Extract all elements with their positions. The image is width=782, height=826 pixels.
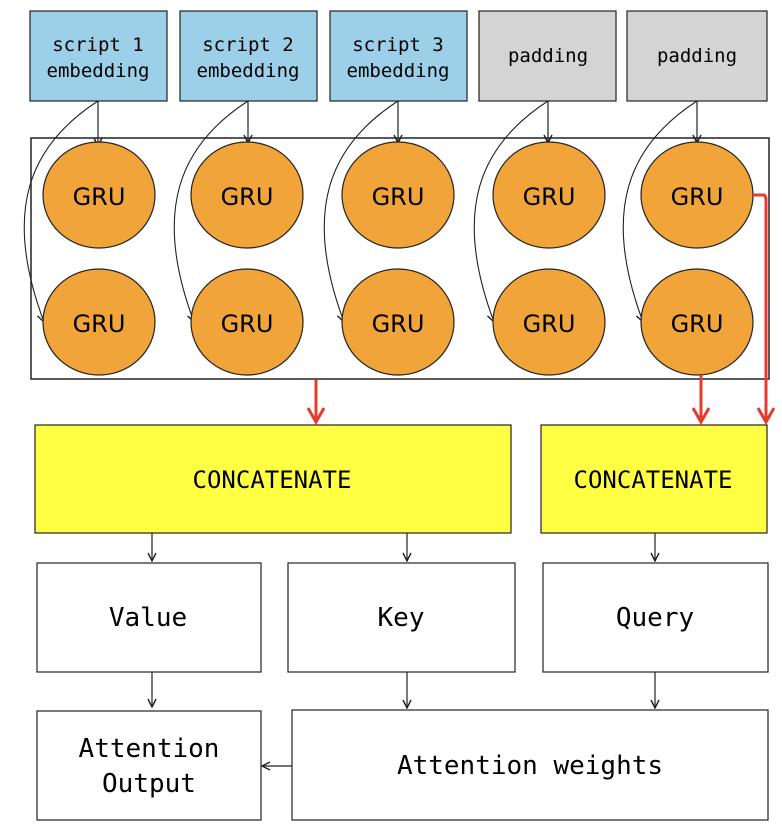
gru-node — [640, 268, 754, 376]
attention-weights-box: Attention weights — [291, 709, 769, 821]
input-to-gru-arrows — [98, 101, 697, 146]
concat-right-box: CONCATENATE — [540, 424, 768, 534]
input-box-4: padding — [478, 10, 617, 102]
skip-arrows — [23, 100, 698, 322]
gru-node — [492, 268, 606, 376]
attention-output-box: Attention Output — [36, 710, 262, 821]
input-2-line2: embedding — [197, 60, 300, 82]
gru-label: GRU — [523, 183, 576, 211]
gru-label: GRU — [73, 310, 126, 338]
gru-node — [492, 141, 606, 249]
input-2-line1: script 2 — [202, 34, 294, 56]
key-label: Key — [378, 603, 425, 633]
concat-right-label: CONCATENATE — [574, 466, 733, 494]
gru-label: GRU — [671, 183, 724, 211]
input-box-5: padding — [626, 10, 768, 102]
gru-label: GRU — [372, 183, 425, 211]
gru-row-top: GRU GRU GRU GRU GRU — [42, 141, 754, 249]
input-3-line1: script 3 — [352, 34, 444, 56]
input-3-line2: embedding — [347, 60, 450, 82]
input-1-line2: embedding — [47, 60, 150, 82]
gru-label: GRU — [523, 310, 576, 338]
input-4-line1: padding — [508, 45, 588, 67]
gru-node — [190, 268, 304, 376]
gru-label: GRU — [671, 310, 724, 338]
concat-left-label: CONCATENATE — [193, 466, 352, 494]
concat-left-box: CONCATENATE — [34, 424, 512, 534]
input-1-line1: script 1 — [52, 34, 144, 56]
gru-node — [341, 268, 455, 376]
attention-output-line2: Output — [102, 769, 196, 799]
vkq-to-attention-arrows — [152, 672, 655, 708]
gru-node — [42, 268, 156, 376]
gru-node — [42, 141, 156, 249]
value-box: Value — [36, 562, 262, 673]
gru-label: GRU — [221, 310, 274, 338]
key-box: Key — [287, 562, 516, 673]
gru-node — [341, 141, 455, 249]
input-box-2: script 2 embedding — [179, 10, 318, 102]
gru-node — [190, 141, 304, 249]
input-5-line1: padding — [657, 45, 737, 67]
concat-to-vkq-arrows — [152, 533, 655, 561]
gru-label: GRU — [221, 183, 274, 211]
gru-label: GRU — [73, 183, 126, 211]
value-label: Value — [109, 603, 187, 633]
attention-weights-label: Attention weights — [397, 751, 663, 781]
query-box: Query — [542, 562, 769, 673]
attention-output-line1: Attention — [79, 734, 220, 764]
red-arrows — [316, 193, 766, 422]
gru-row-bottom: GRU GRU GRU GRU GRU — [42, 268, 754, 376]
input-box-3: script 3 embedding — [329, 10, 468, 102]
gru-label: GRU — [372, 310, 425, 338]
input-box-1: script 1 embedding — [29, 10, 168, 102]
query-label: Query — [616, 603, 694, 633]
